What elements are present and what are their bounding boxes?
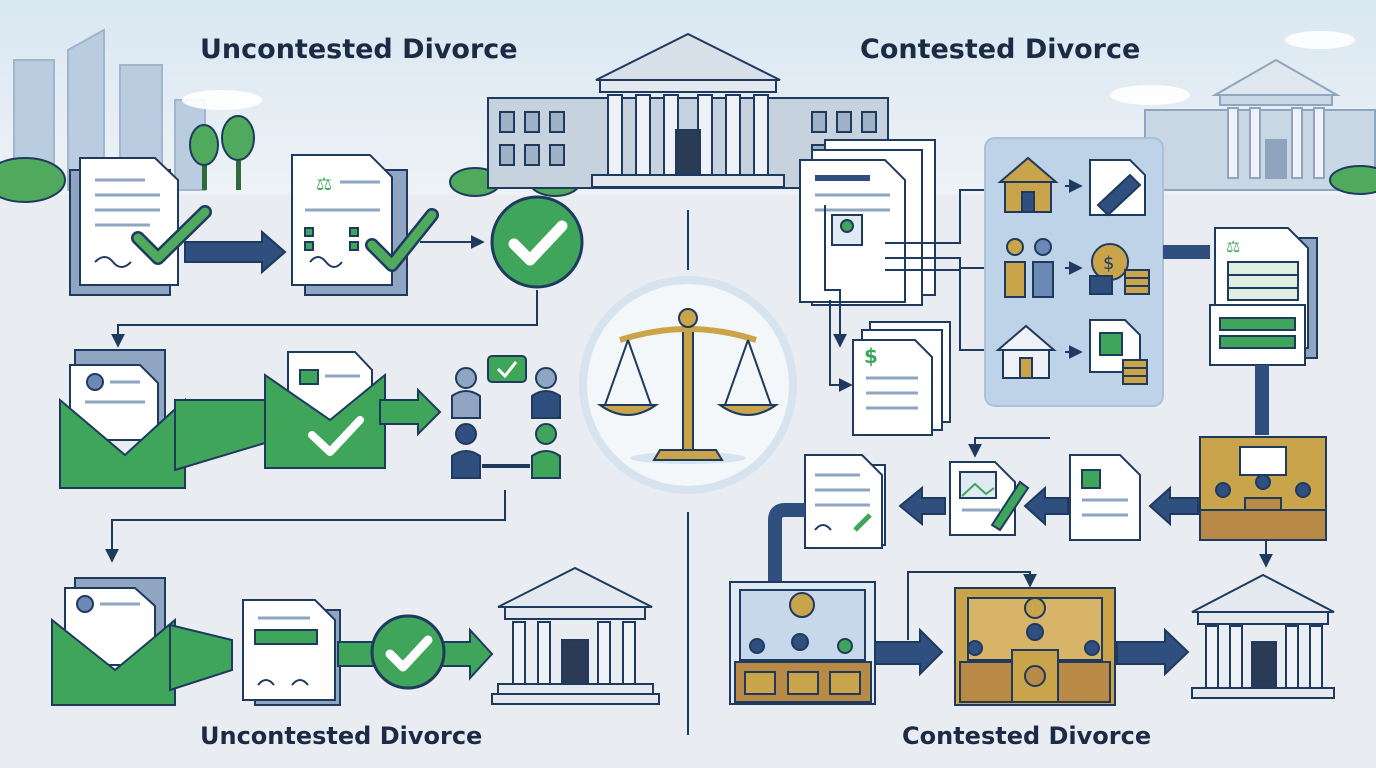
arrow-right-icon <box>874 627 944 677</box>
filing-documents-stack-icon <box>799 139 936 306</box>
finalized-check-circle-icon <box>370 614 446 690</box>
savings-documents-icon <box>1089 319 1148 385</box>
decree-document-icon <box>242 599 341 706</box>
final-envelope-icon <box>51 577 176 706</box>
trial-courtroom-icon <box>729 581 876 705</box>
clouds <box>182 31 1355 110</box>
branch-connectors <box>824 183 998 392</box>
title-uncontested-top: Uncontested Divorce <box>200 34 518 65</box>
judge-courtroom-icon <box>954 587 1116 706</box>
final-courthouse-icon <box>1191 573 1335 699</box>
exhibit-document-icon <box>949 461 1030 536</box>
arrow-right-icon <box>379 387 442 437</box>
arrow-left-icon <box>898 485 946 527</box>
evidence-document-icon <box>1069 454 1141 541</box>
right-courthouse-icon <box>1144 58 1376 195</box>
connector-line <box>907 571 1037 640</box>
home-icon <box>995 324 1057 379</box>
svg-text:⚖: ⚖ <box>316 174 332 195</box>
trees-left <box>0 115 581 203</box>
money-sign: $ <box>1103 253 1114 274</box>
courthouse-icon <box>491 566 660 705</box>
envelope-folder-icon <box>59 349 186 489</box>
agreement-document-icon: ⚖ <box>291 154 408 296</box>
asset-small-arrows <box>1065 179 1083 359</box>
house-icon <box>997 156 1059 213</box>
scales-of-justice-icon <box>579 276 797 494</box>
connector-line <box>111 290 538 348</box>
approved-check-circle-icon <box>490 195 584 289</box>
settlement-documents-icon: ⚖ <box>1209 227 1318 366</box>
title-uncontested-bottom: Uncontested Divorce <box>200 722 483 750</box>
flow-band <box>169 623 233 692</box>
title-contested-bottom: Contested Divorce <box>902 722 1152 750</box>
mediation-people-icon <box>451 355 561 479</box>
connector-line <box>105 490 506 563</box>
arrow-right-icon <box>184 229 287 275</box>
flow-pipe <box>768 503 805 585</box>
people-icon <box>1004 238 1054 298</box>
title-contested-top: Contested Divorce <box>860 34 1141 65</box>
money-coins-icon: $ <box>1089 243 1150 295</box>
svg-text:⚖: ⚖ <box>1226 237 1240 256</box>
connector-line <box>968 437 1050 458</box>
arrow-left-icon <box>1023 485 1069 527</box>
arrow-left-icon <box>1148 485 1199 527</box>
money-sign: $ <box>864 344 878 368</box>
petition-document-icon <box>69 157 179 296</box>
judgment-document-icon <box>804 454 886 549</box>
financial-documents-icon: $ <box>852 321 951 436</box>
arrow-right-icon <box>1116 627 1190 677</box>
property-documents-icon <box>1089 159 1146 217</box>
approved-folder-icon <box>264 351 386 469</box>
courtroom-hearing-icon <box>1199 436 1327 541</box>
